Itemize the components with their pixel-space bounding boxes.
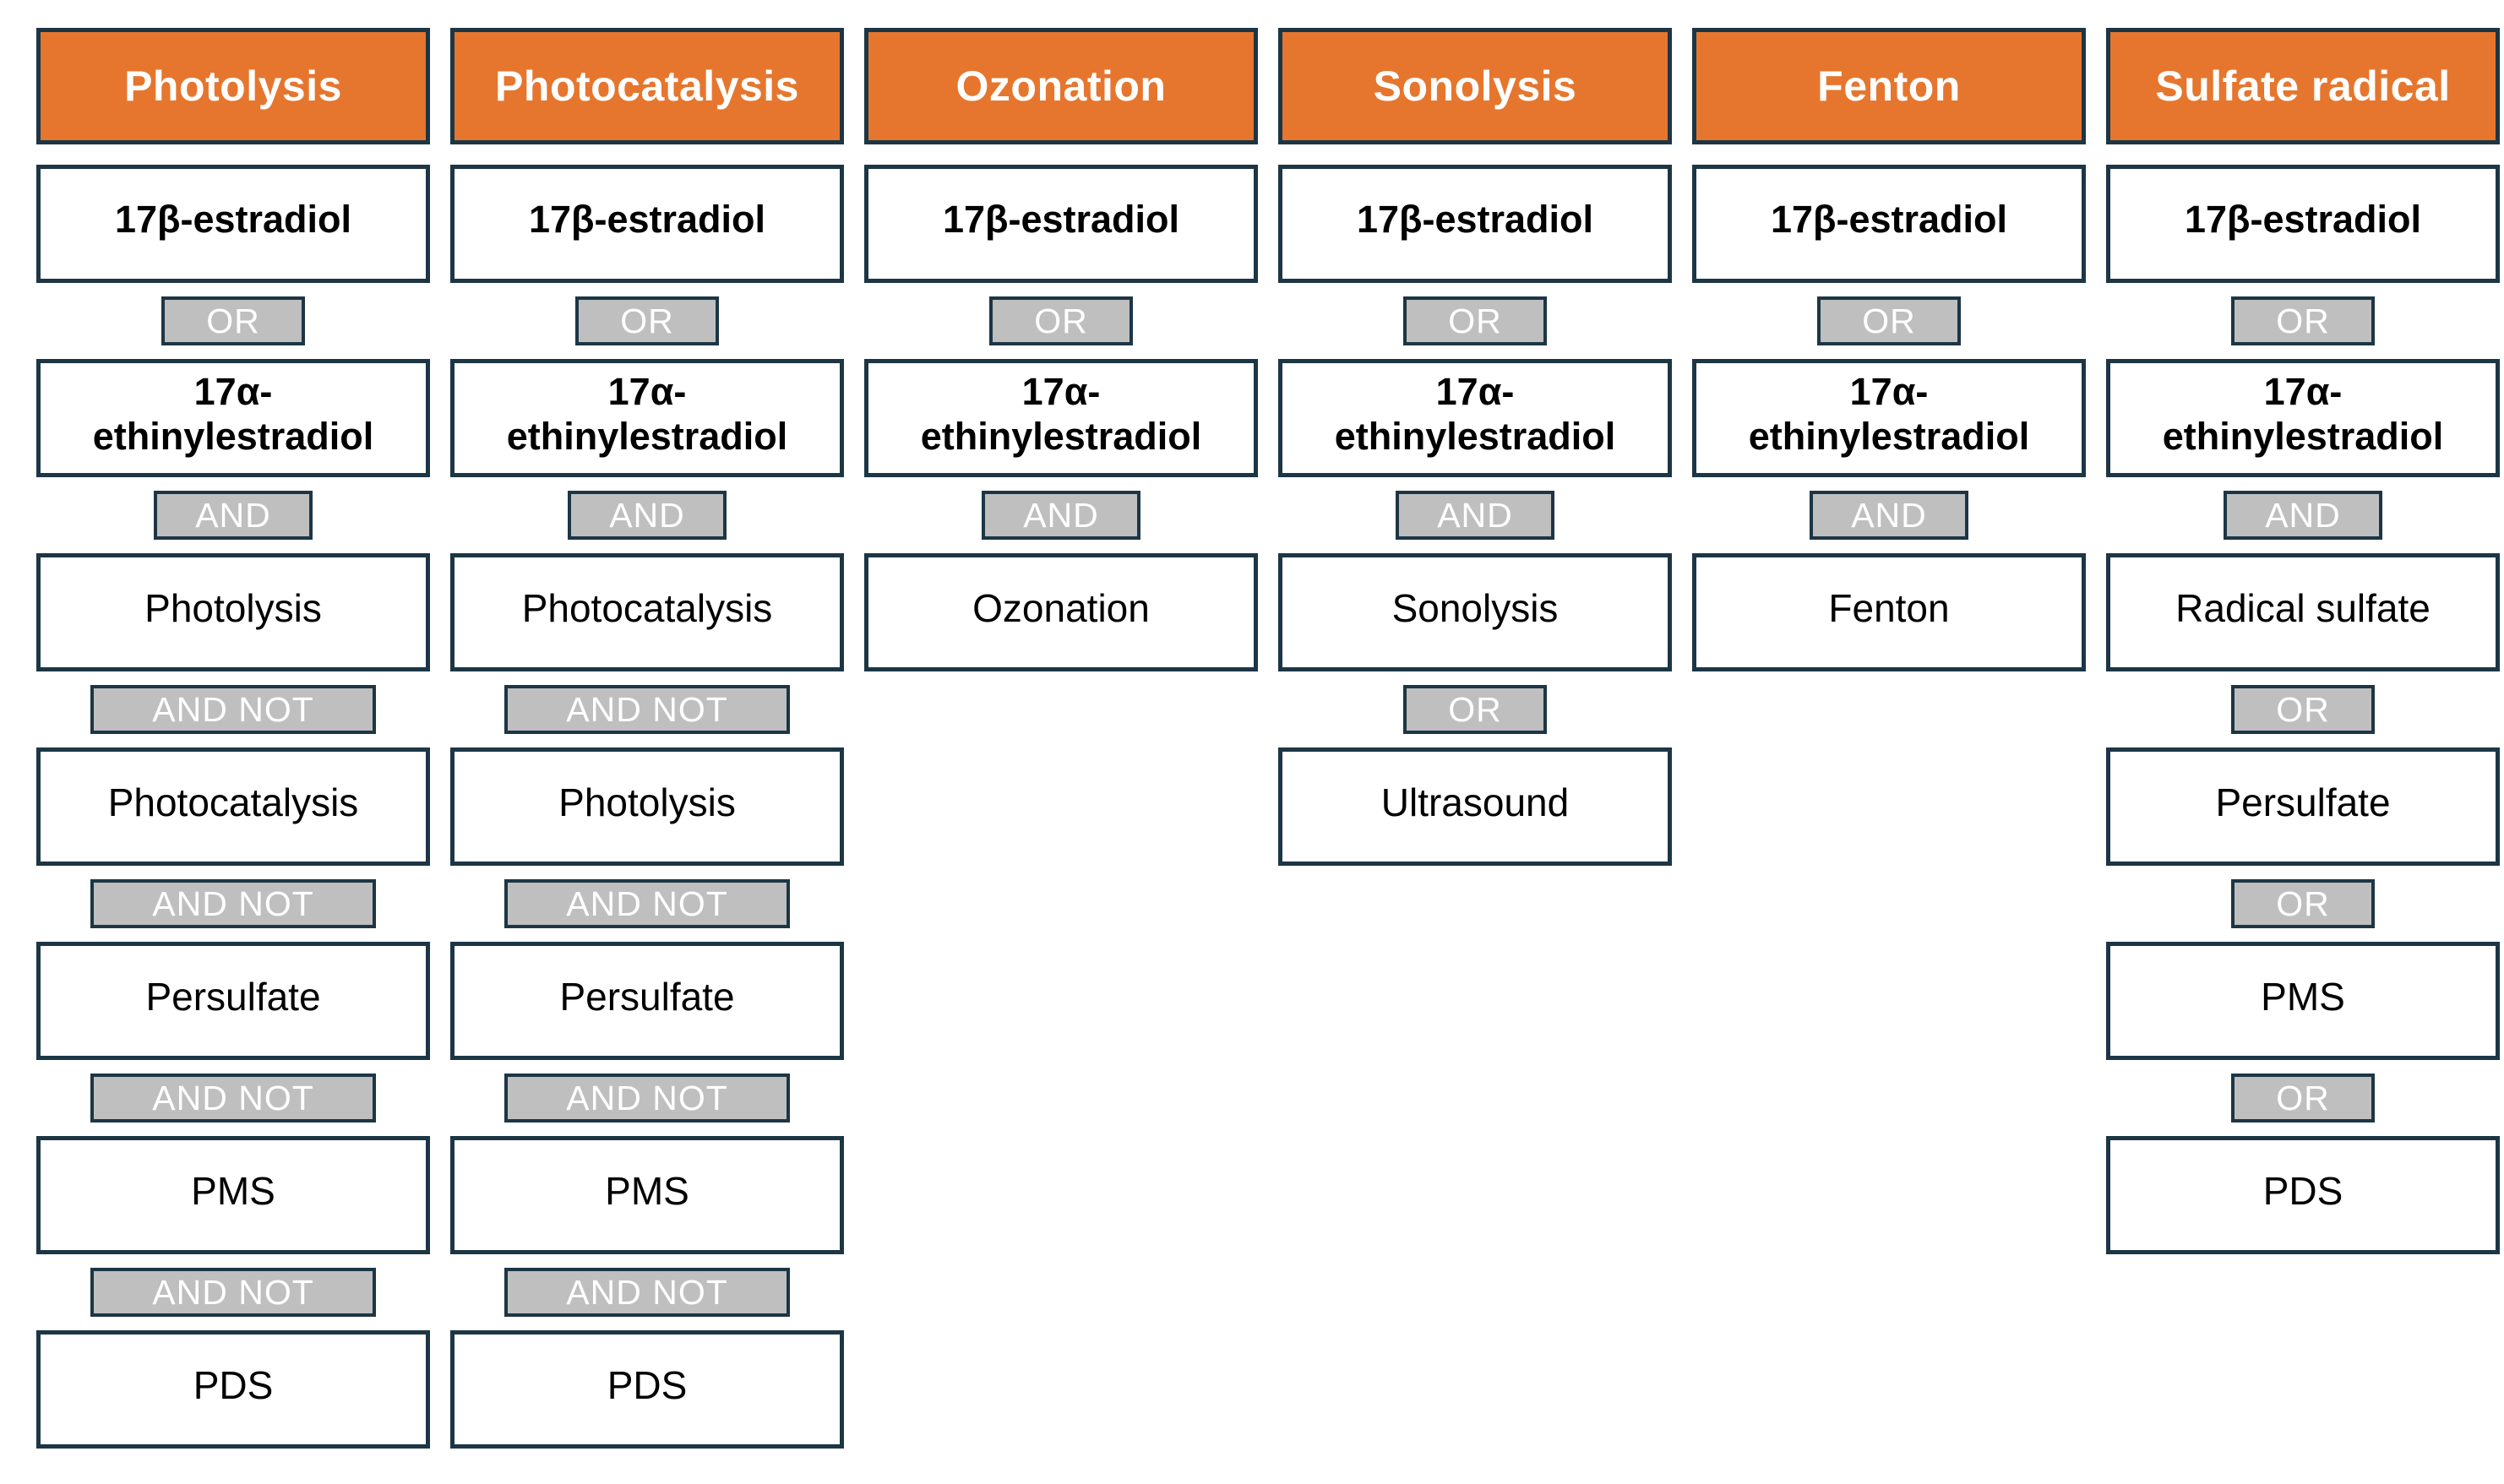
search-term-box: 17α- ethinylestradiol — [1278, 359, 1672, 477]
boolean-operator-badge: OR — [1817, 296, 1961, 345]
boolean-operator-badge: AND — [982, 491, 1140, 540]
boolean-operator-badge: OR — [575, 296, 719, 345]
column-header: Sonolysis — [1278, 28, 1672, 144]
column-header: Photocatalysis — [450, 28, 844, 144]
boolean-operator-badge: OR — [2231, 879, 2375, 928]
boolean-operator-badge: AND NOT — [90, 685, 376, 734]
search-term-box: Persulfate — [2106, 747, 2500, 866]
search-term-box: 17α- ethinylestradiol — [36, 359, 430, 477]
boolean-operator-badge: OR — [989, 296, 1133, 345]
search-term-box: 17β-estradiol — [2106, 165, 2500, 283]
column-header: Ozonation — [864, 28, 1258, 144]
search-term-box: Photolysis — [36, 553, 430, 671]
boolean-operator-badge: OR — [2231, 296, 2375, 345]
boolean-operator-badge: AND NOT — [504, 685, 790, 734]
search-term-box: Radical sulfate — [2106, 553, 2500, 671]
search-term-box: Fenton — [1692, 553, 2086, 671]
search-term-box: Photocatalysis — [36, 747, 430, 866]
column-header: Sulfate radical — [2106, 28, 2500, 144]
boolean-operator-badge: AND — [2224, 491, 2382, 540]
column-header: Fenton — [1692, 28, 2086, 144]
boolean-operator-badge: OR — [2231, 1074, 2375, 1123]
search-term-box: Ultrasound — [1278, 747, 1672, 866]
boolean-operator-badge: AND NOT — [504, 1074, 790, 1123]
boolean-operator-badge: AND — [1810, 491, 1968, 540]
search-term-box: Ozonation — [864, 553, 1258, 671]
search-term-box: PMS — [36, 1136, 430, 1254]
boolean-operator-badge: OR — [1403, 685, 1547, 734]
search-term-box: 17β-estradiol — [864, 165, 1258, 283]
search-term-box: PMS — [450, 1136, 844, 1254]
search-term-box: PDS — [450, 1330, 844, 1449]
boolean-operator-badge: OR — [161, 296, 305, 345]
search-term-box: 17α- ethinylestradiol — [864, 359, 1258, 477]
boolean-operator-badge: AND NOT — [504, 879, 790, 928]
search-term-box: 17α- ethinylestradiol — [450, 359, 844, 477]
search-term-box: 17β-estradiol — [36, 165, 430, 283]
boolean-operator-badge: AND NOT — [90, 1074, 376, 1123]
search-term-box: 17β-estradiol — [1692, 165, 2086, 283]
search-term-box: Sonolysis — [1278, 553, 1672, 671]
search-term-box: 17α- ethinylestradiol — [1692, 359, 2086, 477]
boolean-operator-badge: AND NOT — [504, 1268, 790, 1317]
search-term-box: PMS — [2106, 942, 2500, 1060]
boolean-operator-badge: AND NOT — [90, 879, 376, 928]
search-term-box: 17β-estradiol — [1278, 165, 1672, 283]
column-header: Photolysis — [36, 28, 430, 144]
boolean-operator-badge: OR — [2231, 685, 2375, 734]
boolean-operator-badge: AND NOT — [90, 1268, 376, 1317]
search-term-box: PDS — [36, 1330, 430, 1449]
boolean-operator-badge: AND — [568, 491, 727, 540]
search-term-box: PDS — [2106, 1136, 2500, 1254]
search-term-box: 17α- ethinylestradiol — [2106, 359, 2500, 477]
search-term-box: Photocatalysis — [450, 553, 844, 671]
search-term-box: 17β-estradiol — [450, 165, 844, 283]
search-term-box: Photolysis — [450, 747, 844, 866]
search-term-box: Persulfate — [36, 942, 430, 1060]
boolean-operator-badge: AND — [154, 491, 313, 540]
boolean-operator-badge: AND — [1396, 491, 1554, 540]
search-term-box: Persulfate — [450, 942, 844, 1060]
boolean-operator-badge: OR — [1403, 296, 1547, 345]
